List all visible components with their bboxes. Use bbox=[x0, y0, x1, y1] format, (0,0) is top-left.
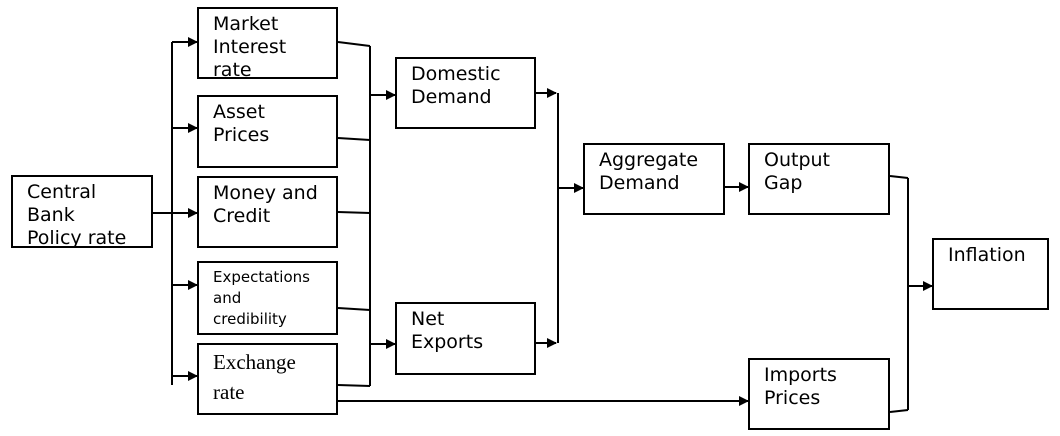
node-expectations-and-credibility: Expectations and credibility bbox=[197, 261, 338, 335]
edge-asset-prices-out bbox=[337, 137, 371, 141]
node-money-and-credit: Money and Credit bbox=[197, 176, 338, 248]
node-domestic-demand: Domestic Demand bbox=[395, 57, 536, 129]
node-imports-prices: Imports Prices bbox=[748, 358, 890, 430]
edge-expectations-out bbox=[337, 307, 371, 311]
node-market-interest-rate: Market Interest rate bbox=[197, 7, 338, 79]
edge-output-gap-out bbox=[889, 175, 909, 179]
edge-market-interest-out bbox=[337, 41, 371, 47]
node-net-exports: Net Exports bbox=[395, 302, 536, 375]
edge-imports-out bbox=[889, 409, 909, 413]
node-central-bank-policy-rate: Central Bank Policy rate bbox=[11, 175, 153, 248]
edge-exchange-rate-out bbox=[337, 384, 371, 387]
edge-money-credit-out bbox=[337, 211, 371, 214]
node-inflation: Inflation bbox=[932, 238, 1049, 310]
node-exchange-rate: Exchange rate bbox=[197, 343, 338, 415]
node-aggregate-demand: Aggregate Demand bbox=[583, 143, 725, 215]
node-asset-prices: Asset Prices bbox=[197, 95, 338, 168]
node-output-gap: Output Gap bbox=[748, 143, 890, 215]
